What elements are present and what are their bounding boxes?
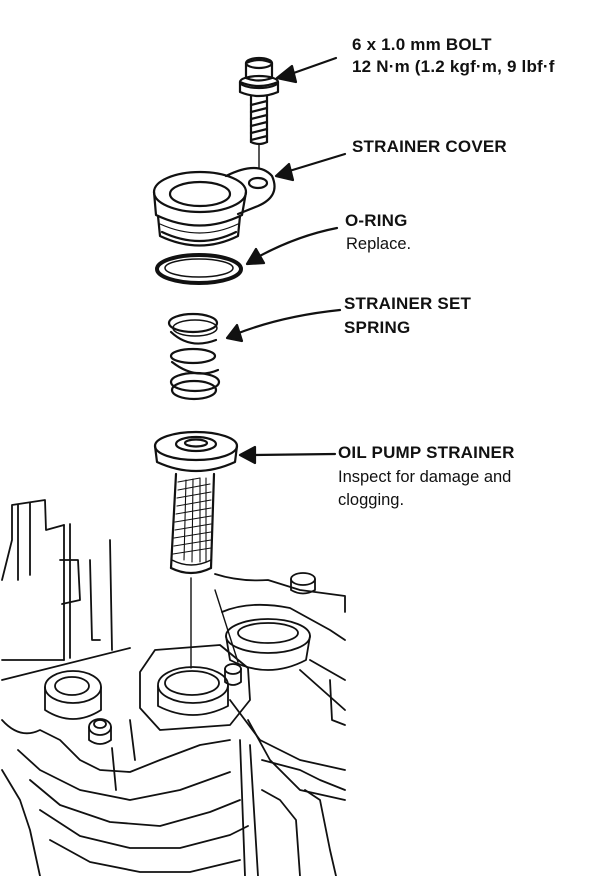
o-ring-label: O-RING <box>345 211 408 230</box>
leader-arrows <box>225 56 347 465</box>
strainer-set-spring-label-line2: SPRING <box>344 318 411 337</box>
oil-pump-strainer-label: OIL PUMP STRAINER <box>338 443 515 462</box>
strainer-cover-label: STRAINER COVER <box>352 137 507 156</box>
o-ring-note: Replace. <box>346 235 412 253</box>
oil-pump-strainer-note-line2: clogging. <box>338 491 405 509</box>
strainer-set-spring-label-line1: STRAINER SET <box>344 294 472 313</box>
assembly-axis <box>190 143 260 669</box>
oil-pump-strainer-note-line1: Inspect for damage and <box>338 468 512 486</box>
o-ring-part <box>155 253 243 285</box>
bolt-size-label: 6 x 1.0 mm BOLT <box>352 35 492 54</box>
strainer-cover-part <box>152 166 276 247</box>
spring-part <box>167 312 221 401</box>
oil-pump-strainer-part <box>153 430 239 575</box>
bolt-part <box>238 56 280 146</box>
transmission-housing <box>1 499 346 876</box>
bolt-torque-label: 12 N·m (1.2 kgf·m, 9 lbf·f <box>352 57 555 76</box>
